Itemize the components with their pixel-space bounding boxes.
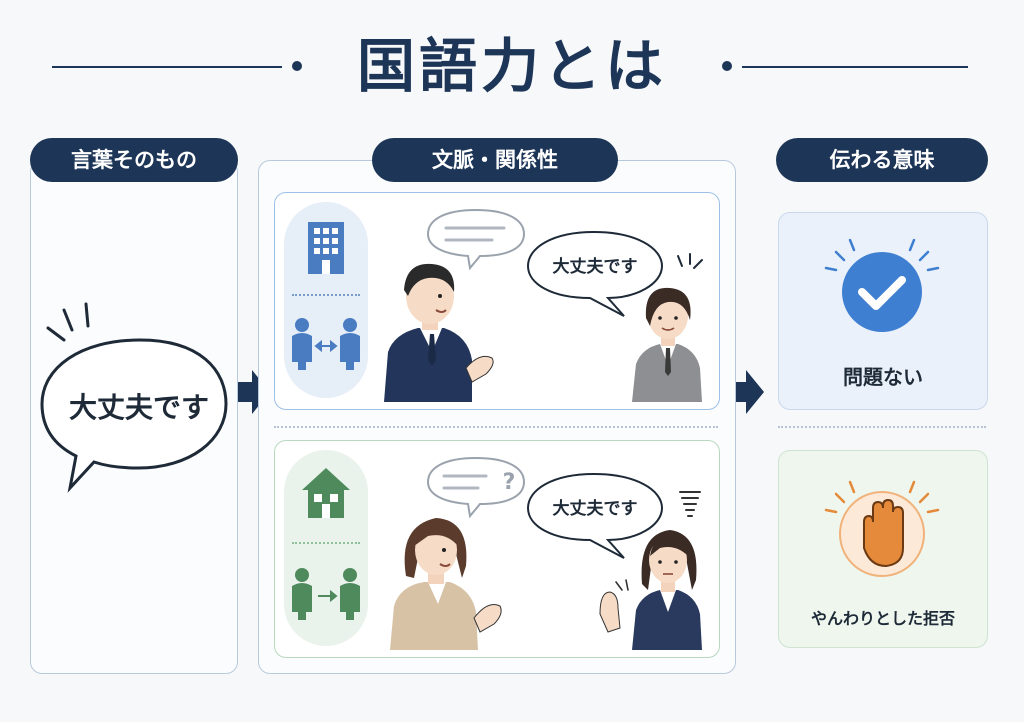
woman-speaker-figure — [390, 518, 502, 650]
title-rule-right — [742, 66, 968, 68]
meaning-column-header: 伝わる意味 — [776, 138, 988, 182]
words-speech-bubble — [40, 302, 228, 493]
people-relation-icon — [292, 568, 360, 620]
home-reply-bubble — [526, 472, 664, 559]
woman-listener-figure — [599, 530, 702, 650]
businessman-figure — [384, 263, 494, 402]
work-reply-bubble — [526, 230, 664, 317]
emphasis-lines-icon — [677, 253, 703, 269]
home-reply-text: 大丈夫です — [552, 499, 638, 519]
arrow-right-icon — [238, 370, 270, 414]
page-title: 国語力とは — [356, 32, 667, 100]
title-dot-left — [292, 61, 302, 71]
arrow-right-icon — [732, 370, 764, 414]
house-icon — [302, 468, 350, 518]
office-building-icon — [308, 222, 344, 274]
home-thought-bubble — [426, 456, 526, 519]
people-relation-icon — [292, 318, 360, 370]
title-rule-left — [52, 66, 282, 68]
work-thought-bubble — [426, 208, 526, 271]
home-sidebar-divider — [292, 542, 360, 544]
context-column-header: 文脈・関係性 — [372, 138, 618, 182]
businesswoman-figure — [632, 287, 702, 402]
raised-hand-icon — [824, 480, 940, 577]
work-sidebar-divider — [292, 294, 360, 296]
checkmark-icon — [824, 238, 940, 332]
result-refusal-label: やんわりとした拒否 — [810, 609, 955, 628]
result-ok-label: 問題ない — [843, 365, 923, 389]
words-phrase: 大丈夫です — [68, 391, 209, 424]
work-reply-text: 大丈夫です — [552, 257, 638, 277]
title-dot-right — [722, 61, 732, 71]
confused-swirl-icon — [679, 491, 701, 517]
words-column-header: 言葉そのもの — [30, 138, 238, 182]
scene-divider — [274, 426, 718, 428]
question-mark: ? — [502, 470, 516, 495]
result-divider — [778, 426, 986, 428]
